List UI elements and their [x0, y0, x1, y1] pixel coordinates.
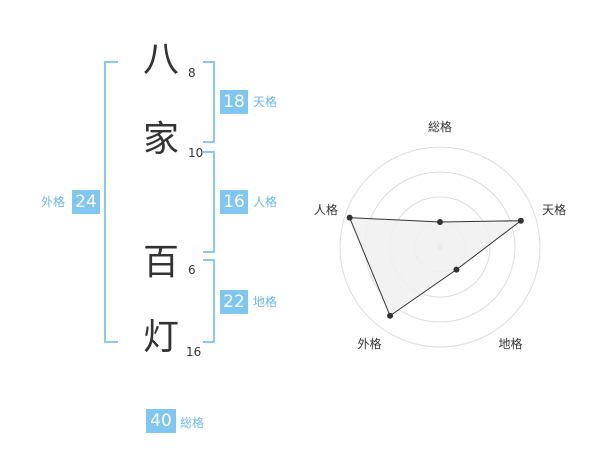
gaikaku-bracket	[104, 61, 118, 343]
jinkaku-bracket	[203, 151, 215, 253]
jinkaku-value: 16	[220, 190, 248, 214]
gaikaku-label: 外格	[41, 195, 66, 209]
stroke-count-4: 16	[186, 345, 202, 359]
soukaku-value: 40	[146, 409, 176, 433]
radar-axis-label: 外格	[357, 336, 381, 351]
stroke-count-1: 8	[188, 66, 196, 80]
radar-axis-label: 天格	[542, 202, 566, 217]
radar-point	[437, 219, 443, 225]
tenkaku-label: 天格	[253, 95, 278, 109]
radar-axis-label: 総格	[428, 119, 452, 134]
radar-point	[517, 217, 524, 224]
radar-point	[387, 312, 394, 319]
name-char-1: 八	[143, 39, 180, 80]
radar-axis-label: 地格	[499, 336, 523, 351]
gaikaku-value: 24	[72, 190, 100, 214]
radar-point	[453, 266, 460, 273]
radar-ring	[339, 146, 541, 348]
chikaku-label: 地格	[253, 295, 278, 309]
name-char-2: 家	[143, 119, 180, 160]
jinkaku-label: 人格	[253, 195, 278, 209]
stroke-count-3: 6	[188, 263, 196, 277]
radar-point	[346, 214, 353, 221]
name-char-4: 灯	[143, 317, 180, 358]
radar-polygon	[348, 217, 523, 317]
tenkaku-bracket	[203, 61, 215, 143]
chikaku-value: 22	[220, 290, 248, 314]
chikaku-bracket	[203, 259, 215, 343]
tenkaku-value: 18	[220, 90, 248, 114]
radar-axis-label: 人格	[314, 202, 338, 217]
stroke-count-2: 10	[188, 146, 204, 160]
name-char-3: 百	[143, 242, 180, 283]
soukaku-label: 総格	[180, 416, 205, 430]
